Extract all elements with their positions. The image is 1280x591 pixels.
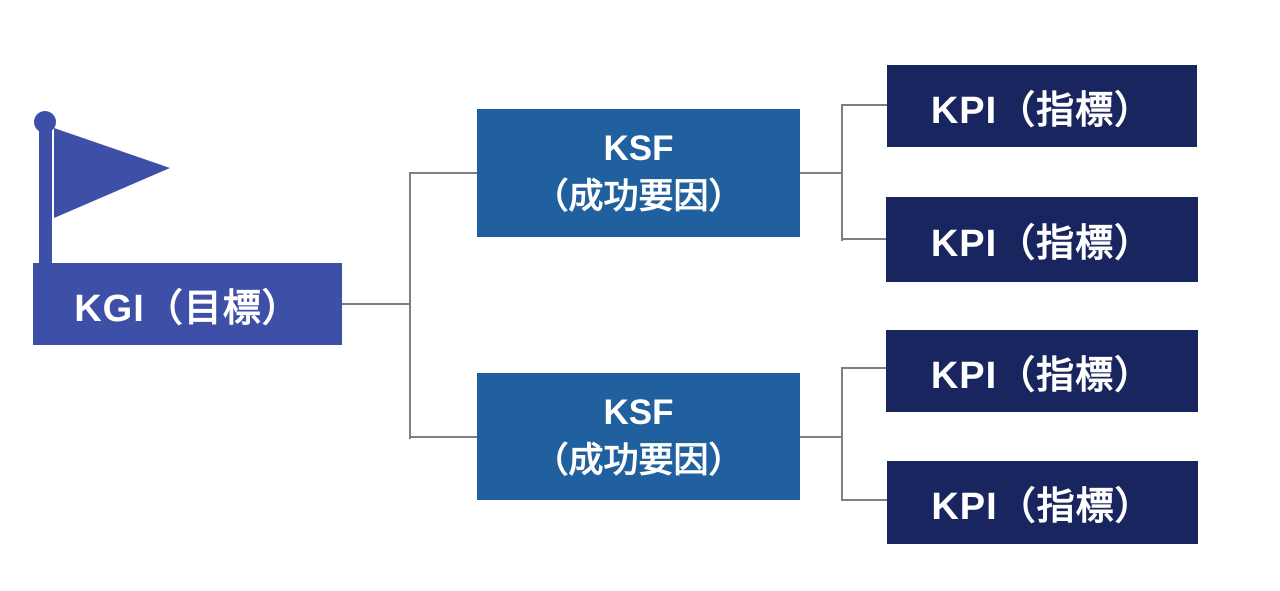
kpi-label: KPI（指標） [930,354,1154,397]
kgi-node: KGI（目標） [33,263,342,345]
connector-ksf1-branch [409,172,477,174]
kpi-label: KPI（指標） [931,486,1154,528]
ksf-node-2: KSF （成功要因） [477,373,800,500]
connector-kpi2-branch [841,238,886,240]
connector-ksf2-branch [409,436,477,438]
connector-kpi-trunk-1 [841,104,843,241]
kpi-node-4: KPI（指標） [887,461,1198,544]
kpi-label: KPI（指標） [930,89,1154,132]
connector-kgi-branch [342,303,410,305]
connector-kpi1-branch [841,104,887,106]
connector-kpi3-branch [841,367,886,369]
flag-pole [39,122,52,263]
ksf-label-line2: （成功要因） [533,177,744,216]
ksf-node-1: KSF （成功要因） [477,109,800,237]
connector-kpi4-branch [841,499,887,501]
connector-ksf1-out [800,172,842,174]
kpi-node-1: KPI（指標） [887,65,1197,147]
kpi-label: KPI（指標） [930,223,1154,265]
kpi-node-2: KPI（指標） [886,197,1198,282]
kpi-node-3: KPI（指標） [886,330,1198,412]
connector-ksf2-out [800,436,842,438]
ksf-label-line1: KSF [603,129,674,168]
ksf-label-line2: （成功要因） [533,440,744,480]
ksf-label-line1: KSF [603,392,674,432]
kgi-label: KGI（目標） [74,287,301,330]
connector-kpi-trunk-2 [841,367,843,501]
connector-ksf-trunk [409,172,411,439]
flag-pennant [54,128,170,218]
